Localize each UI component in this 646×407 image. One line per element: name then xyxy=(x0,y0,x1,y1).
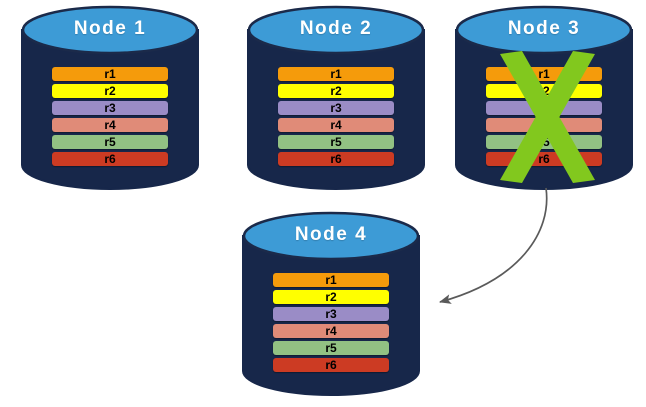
record-bar-r1[interactable]: r1 xyxy=(273,273,389,287)
record-bar-r3[interactable]: r3 xyxy=(52,101,168,115)
record-bar-r4[interactable]: r4 xyxy=(52,118,168,132)
record-bar-r1[interactable]: r1 xyxy=(278,67,394,81)
record-bar-r3[interactable]: r3 xyxy=(278,101,394,115)
record-bar-r6[interactable]: r6 xyxy=(52,152,168,166)
record-bar-r4[interactable]: r4 xyxy=(273,324,389,338)
record-bar-r2[interactable]: r2 xyxy=(273,290,389,304)
record-bar-r6[interactable]: r6 xyxy=(486,152,602,166)
record-bar-r1[interactable]: r1 xyxy=(486,67,602,81)
record-bar-r3[interactable]: r3 xyxy=(486,101,602,115)
record-bar-r5[interactable]: r5 xyxy=(278,135,394,149)
cylinder-top-ellipse xyxy=(455,5,633,55)
record-bar-r6[interactable]: r6 xyxy=(278,152,394,166)
record-bar-r5[interactable]: r5 xyxy=(52,135,168,149)
record-bar-r3[interactable]: r3 xyxy=(273,307,389,321)
record-bar-r5[interactable]: r5 xyxy=(273,341,389,355)
record-bar-r4[interactable]: r4 xyxy=(278,118,394,132)
record-bar-r2[interactable]: r2 xyxy=(486,84,602,98)
record-bar-r5[interactable]: r5 xyxy=(486,135,602,149)
cylinder-top-ellipse xyxy=(242,211,420,261)
record-bar-r6[interactable]: r6 xyxy=(273,358,389,372)
record-bar-r1[interactable]: r1 xyxy=(52,67,168,81)
cylinder-top-ellipse xyxy=(247,5,425,55)
cylinder-top-ellipse xyxy=(21,5,199,55)
record-bar-r4[interactable]: r4 xyxy=(486,118,602,132)
record-bar-r2[interactable]: r2 xyxy=(278,84,394,98)
record-bar-r2[interactable]: r2 xyxy=(52,84,168,98)
